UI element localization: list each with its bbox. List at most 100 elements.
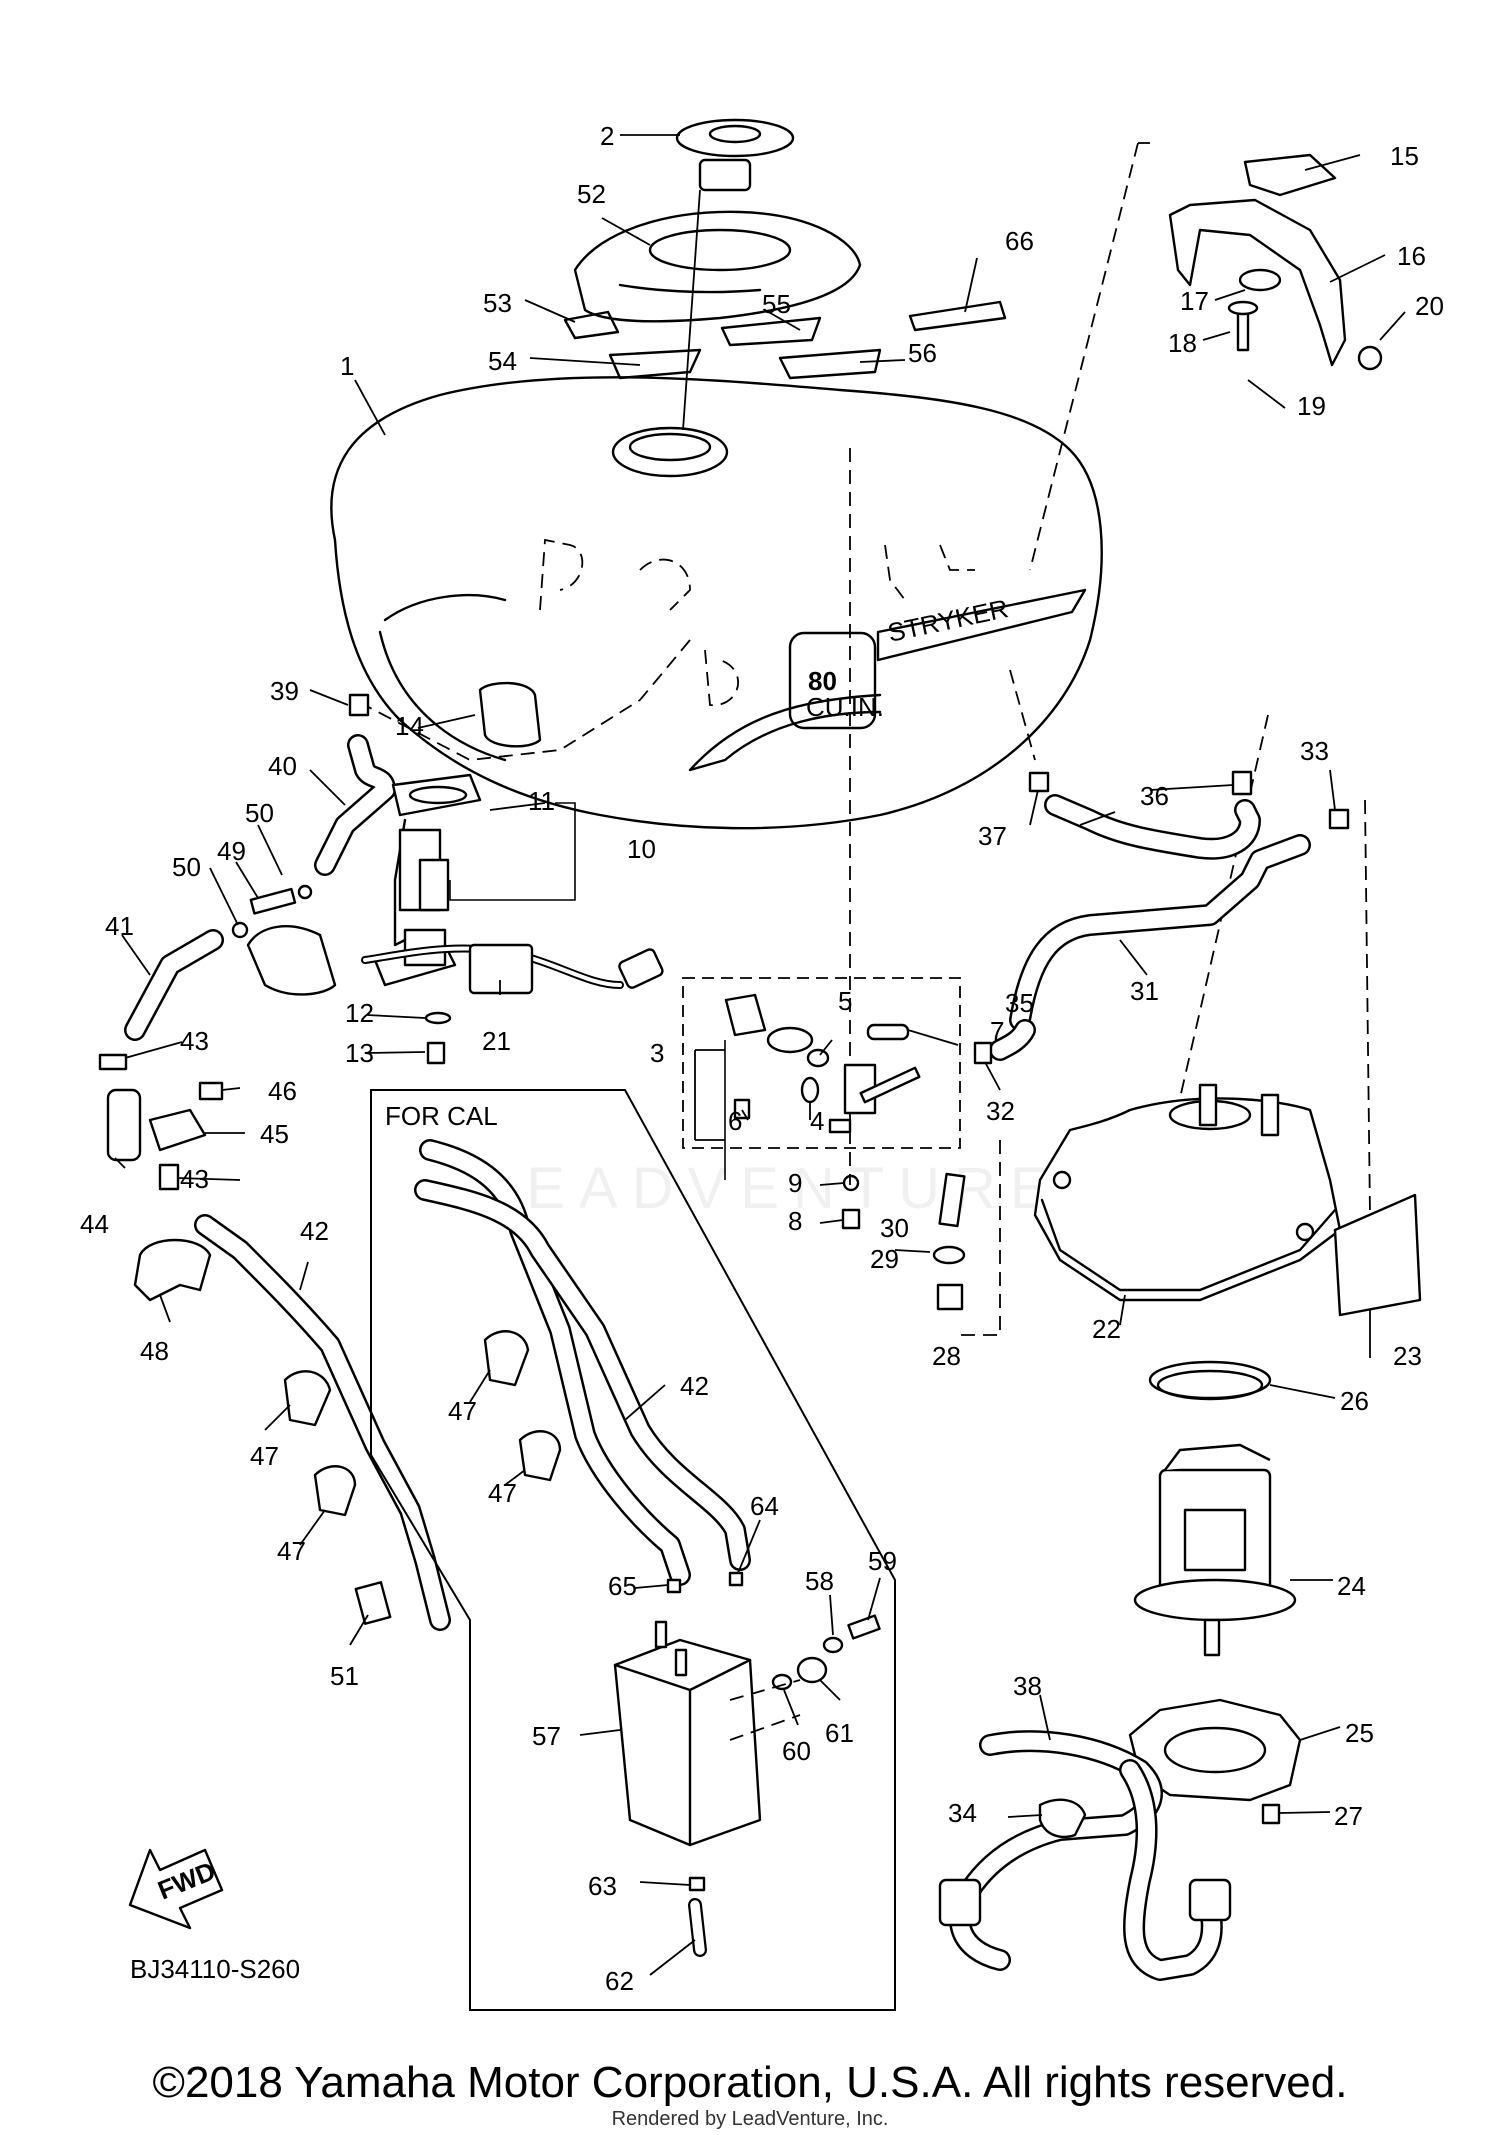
decal-55: [720, 316, 822, 347]
callout-48: 48: [140, 1336, 169, 1366]
callout-4: 4: [810, 1106, 824, 1136]
callout-12: 12: [345, 998, 374, 1028]
callout-19: 19: [1297, 391, 1326, 421]
clip-33: [1328, 808, 1350, 830]
connector-38a: [938, 1878, 982, 1927]
callout-35: 35: [1005, 988, 1034, 1018]
callout-26: 26: [1340, 1386, 1369, 1416]
callout-34: 34: [948, 1798, 977, 1828]
decal-56: [778, 348, 882, 380]
callout-17: 17: [1180, 286, 1209, 316]
callout-14: 14: [395, 711, 424, 741]
callout-47: 47: [250, 1441, 279, 1471]
canister-57: [613, 1620, 762, 1847]
callout-32: 32: [986, 1096, 1015, 1126]
bolt-27: [1261, 1803, 1281, 1825]
callout-16: 16: [1397, 241, 1426, 271]
callout-53: 53: [483, 288, 512, 318]
callout-37: 37: [978, 821, 1007, 851]
fuel-pump-assembly-10: [246, 773, 664, 996]
callout-42: 42: [300, 1216, 329, 1246]
washer-58: [822, 1636, 844, 1654]
clamp-48: [133, 1238, 212, 1302]
fuel-filter-44: [106, 1088, 142, 1162]
clamp-47c: [483, 1330, 530, 1387]
pump-housing-22: [1033, 1083, 1342, 1302]
pump-plate-25: [1128, 1698, 1302, 1802]
grommet-61: [796, 1656, 828, 1684]
fuel-pump-24: [1133, 1443, 1297, 1657]
callout-11: 11: [528, 786, 555, 816]
clip-43a: [98, 1053, 128, 1071]
clip-63: [688, 1876, 706, 1892]
tank-badge-number: 80: [808, 666, 837, 696]
for-cal-section: [370, 1089, 896, 2011]
clip-64: [728, 1571, 744, 1587]
callout-6: 6: [728, 1106, 742, 1136]
callout-10: 10: [627, 834, 656, 864]
washer-12: [424, 1011, 452, 1025]
callout-49: 49: [217, 836, 246, 866]
screw-8: [841, 1208, 861, 1230]
fuel-tank: 80 CU.IN. STRYKER: [330, 376, 1103, 830]
connector-38b: [1188, 1878, 1232, 1922]
clip-65: [666, 1578, 682, 1594]
fitting-49: [249, 887, 297, 915]
tank-cover: [573, 210, 862, 323]
bracket-assembly: [1168, 153, 1383, 371]
callout-66: 66: [1005, 226, 1034, 256]
callout-61: 61: [825, 1718, 854, 1748]
callout-21: 21: [482, 1026, 511, 1056]
callout-27: 27: [1334, 1801, 1363, 1831]
clip-39: [348, 693, 370, 717]
bolt-30: [938, 1172, 966, 1228]
callout-59: 59: [868, 1546, 897, 1576]
bolt-46: [198, 1081, 224, 1101]
callout-8: 8: [788, 1206, 802, 1236]
washer-9: [842, 1174, 860, 1192]
sticker-23: [1333, 1193, 1422, 1317]
callout-36: 36: [1140, 781, 1169, 811]
callout-22: 22: [1092, 1314, 1121, 1344]
fuel-cock-group-3: [682, 977, 961, 1149]
rendered-by-credit: Rendered by LeadVenture, Inc.: [611, 2108, 889, 2130]
callout-43: 43: [180, 1164, 209, 1194]
bolt-59: [847, 1614, 881, 1640]
grommet-14: [478, 681, 542, 748]
fuel-cap: [675, 118, 795, 192]
callout-20: 20: [1415, 291, 1444, 321]
callout-40: 40: [268, 751, 297, 781]
callout-25: 25: [1345, 1718, 1374, 1748]
callout-62: 62: [605, 1966, 634, 1996]
callout-57: 57: [532, 1721, 561, 1751]
callout-39: 39: [270, 676, 299, 706]
callout-46: 46: [268, 1076, 297, 1106]
callout-28: 28: [932, 1341, 961, 1371]
decal-53: [563, 310, 620, 340]
callout-2: 2: [600, 121, 614, 151]
callout-58: 58: [805, 1566, 834, 1596]
fuel-cock: [724, 993, 921, 1134]
diagram-code: BJ34110-S260: [130, 1954, 300, 1984]
callout-13: 13: [345, 1038, 374, 1068]
callout-42: 42: [680, 1371, 709, 1401]
callout-47: 47: [277, 1536, 306, 1566]
clamp-34: [1038, 1798, 1087, 1839]
callout-3: 3: [650, 1038, 664, 1068]
callout-labels: 1234567891011121314151617181920212223242…: [80, 121, 1444, 1996]
callout-63: 63: [588, 1871, 617, 1901]
clamp-47b: [313, 1465, 357, 1517]
callout-1: 1: [340, 351, 354, 381]
clip-32: [973, 1041, 993, 1065]
callout-55: 55: [762, 289, 791, 319]
callout-33: 33: [1300, 736, 1329, 766]
callout-24: 24: [1337, 1571, 1366, 1601]
callout-45: 45: [260, 1119, 289, 1149]
callout-52: 52: [577, 179, 606, 209]
callout-5: 5: [838, 986, 852, 1016]
decal-54: [608, 348, 702, 380]
clip-43b: [158, 1163, 180, 1191]
callout-7: 7: [990, 1016, 1004, 1046]
callout-65: 65: [608, 1571, 637, 1601]
callout-18: 18: [1168, 328, 1197, 358]
